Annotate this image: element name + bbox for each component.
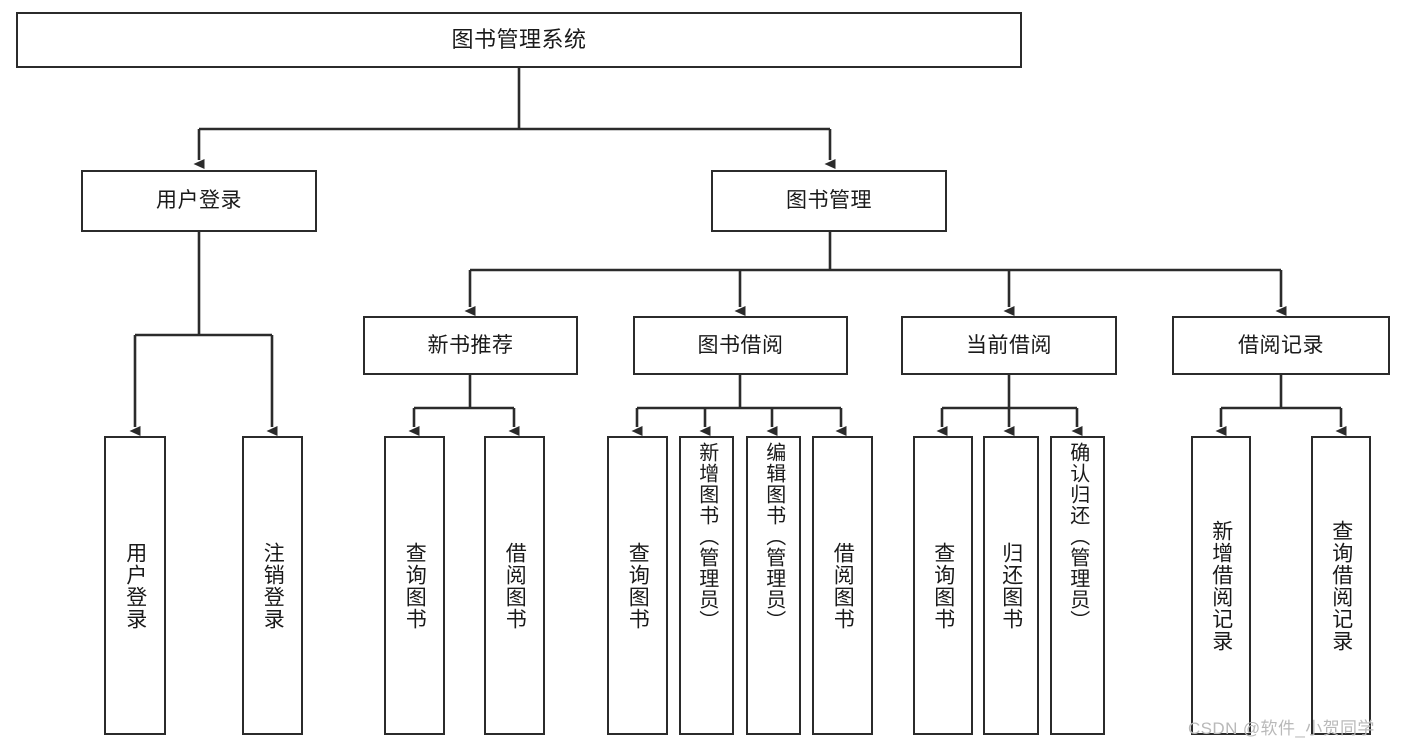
node-label: 新增图书（管理员） <box>695 442 718 631</box>
node-label: 用户登录 <box>123 541 147 630</box>
node-root-book-management-system[interactable]: 图书管理系统 <box>16 12 1022 68</box>
node-leaf-user-login[interactable]: 用户登录 <box>104 436 166 735</box>
node-label: 当前借阅 <box>966 333 1052 357</box>
node-leaf-add-book-admin[interactable]: 新增图书（管理员） <box>679 436 734 735</box>
node-leaf-query-book-borrow[interactable]: 查询图书 <box>607 436 668 735</box>
node-leaf-return-book[interactable]: 归还图书 <box>983 436 1039 735</box>
node-label: 编辑图书（管理员） <box>762 442 785 631</box>
node-label: 查询图书 <box>403 541 427 630</box>
node-label: 确认归还（管理员） <box>1066 442 1089 631</box>
node-label: 归还图书 <box>999 541 1023 630</box>
node-leaf-borrow-book-recommendation[interactable]: 借阅图书 <box>484 436 545 735</box>
node-book-borrowing[interactable]: 图书借阅 <box>633 316 848 375</box>
node-leaf-query-book-current[interactable]: 查询图书 <box>913 436 973 735</box>
node-label: 注销登录 <box>261 541 285 630</box>
node-label: 新书推荐 <box>427 333 514 357</box>
node-label: 借阅图书 <box>503 541 527 630</box>
node-current-borrowing[interactable]: 当前借阅 <box>901 316 1117 375</box>
node-leaf-query-book-recommendation[interactable]: 查询图书 <box>384 436 445 735</box>
node-leaf-borrow-book-borrow[interactable]: 借阅图书 <box>812 436 873 735</box>
node-label: 查询图书 <box>931 541 955 630</box>
node-label: 查询借阅记录 <box>1329 519 1353 652</box>
node-leaf-edit-book-admin[interactable]: 编辑图书（管理员） <box>746 436 801 735</box>
node-label: 用户登录 <box>156 189 242 213</box>
node-leaf-query-borrow-record[interactable]: 查询借阅记录 <box>1311 436 1371 735</box>
node-label: 借阅记录 <box>1238 333 1324 357</box>
node-label: 新增借阅记录 <box>1209 519 1233 652</box>
node-label: 图书管理系统 <box>451 26 587 52</box>
node-leaf-add-borrow-record[interactable]: 新增借阅记录 <box>1191 436 1251 735</box>
node-label: 图书管理 <box>786 189 872 213</box>
node-book-management[interactable]: 图书管理 <box>711 170 947 232</box>
node-leaf-confirm-return-admin[interactable]: 确认归还（管理员） <box>1050 436 1105 735</box>
node-new-book-recommendation[interactable]: 新书推荐 <box>363 316 578 375</box>
node-user-login[interactable]: 用户登录 <box>81 170 317 232</box>
csdn-watermark: CSDN @软件_小贺同学 <box>1188 719 1375 738</box>
node-label: 图书借阅 <box>697 333 784 357</box>
node-label: 借阅图书 <box>831 541 855 630</box>
node-borrowing-record[interactable]: 借阅记录 <box>1172 316 1390 375</box>
node-label: 查询图书 <box>626 541 650 630</box>
node-leaf-logout[interactable]: 注销登录 <box>242 436 303 735</box>
